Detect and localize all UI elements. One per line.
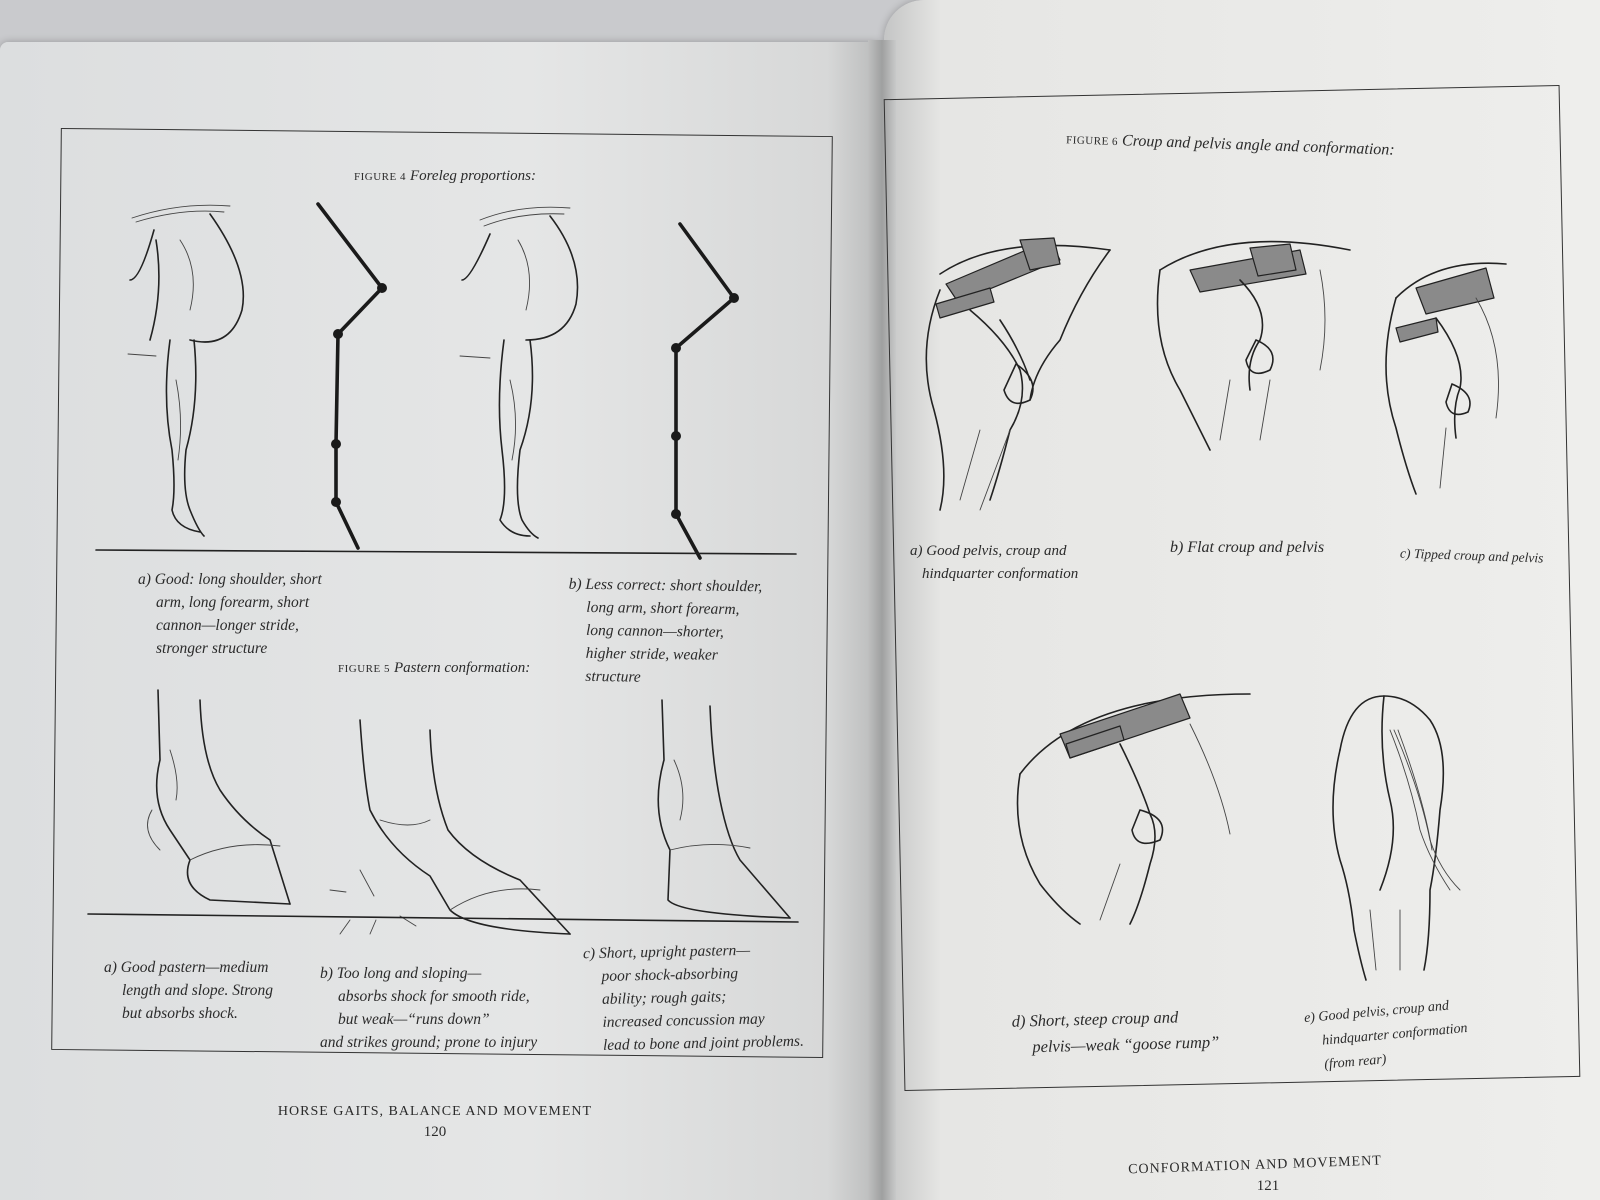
caption-6d: d) Short, steep croup and pelvis—weak “g… — [1011, 1003, 1219, 1060]
caption-4b-line-1: b) Less correct: short shoulder, — [568, 575, 763, 596]
caption-6b-line-1: b) Flat croup and pelvis — [1170, 539, 1325, 556]
right-page — [884, 0, 1600, 1200]
caption-5c: c) Short, upright pastern— poor shock-ab… — [583, 938, 804, 1058]
caption-5b-line-2: absorbs shock for smooth ride, — [338, 988, 530, 1005]
croup-illustration-c — [1385, 262, 1507, 495]
caption-5b-line-1: b) Too long and sloping— — [320, 965, 482, 982]
foreleg-illustration-b — [459, 206, 579, 539]
foreleg-skeleton-b — [671, 222, 739, 560]
caption-4a-line-3: cannon—longer stride, — [156, 617, 299, 634]
pastern-illustration-b — [329, 719, 571, 935]
caption-5a-line-3: but absorbs shock. — [122, 1005, 238, 1022]
caption-4b: b) Less correct: short shoulder, long ar… — [567, 573, 763, 691]
pastern-illustration-c — [657, 699, 791, 919]
caption-4b-line-3: long cannon—shorter, — [585, 621, 724, 641]
pastern-illustration-a — [147, 689, 291, 905]
caption-4a-line-2: arm, long forearm, short — [156, 594, 310, 611]
caption-5a-line-2: length and slope. Strong — [122, 982, 273, 999]
figure-5-label: FIGURE 5 — [338, 663, 390, 675]
caption-4b-line-2: long arm, short forearm, — [586, 598, 740, 619]
foreleg-skeleton-a — [316, 202, 387, 550]
caption-6a: a) Good pelvis, croup and hindquarter co… — [910, 540, 1078, 586]
caption-6a-line-1: a) Good pelvis, croup and — [910, 543, 1067, 559]
caption-4a: a) Good: long shoulder, short arm, long … — [138, 568, 322, 660]
croup-illustration-b — [1156, 240, 1351, 451]
figure-4-label: FIGURE 4 — [354, 171, 406, 183]
figure-6-label: FIGURE 6 — [1065, 134, 1119, 149]
figure-5-ground-line — [87, 913, 799, 923]
caption-4a-line-1: a) Good: long shoulder, short — [138, 571, 322, 588]
croup-illustration-a — [925, 237, 1111, 511]
caption-5c-line-5: lead to bone and joint problems. — [602, 1032, 805, 1054]
croup-illustration-d — [1016, 693, 1251, 925]
left-page-number: 120 — [423, 1124, 447, 1140]
caption-6e: e) Good pelvis, croup and hindquarter co… — [1303, 993, 1471, 1079]
hindquarter-rear-illustration-e — [1332, 695, 1461, 981]
right-page-number: 121 — [1256, 1178, 1280, 1194]
caption-5b: b) Too long and sloping— absorbs shock f… — [320, 962, 537, 1054]
caption-5b-line-3: but weak—“runs down” — [338, 1011, 490, 1028]
figure-4-ground-line — [95, 549, 797, 555]
caption-4a-line-4: stronger structure — [156, 640, 268, 657]
caption-6d-line-2: pelvis—weak “goose rump” — [1032, 1032, 1220, 1057]
caption-6b: b) Flat croup and pelvis — [1170, 536, 1324, 559]
caption-5b-line-4: and strikes ground; prone to injury — [320, 1034, 538, 1051]
caption-5a: a) Good pastern—medium length and slope.… — [104, 956, 273, 1025]
figure-4-title: Foreleg proportions: — [409, 168, 536, 184]
caption-4b-line-4: higher stride, weaker — [585, 644, 718, 664]
caption-4b-line-5: structure — [585, 667, 641, 686]
left-page — [0, 42, 880, 1200]
left-page-footer-title: Horse Gaits, Balance and Movement — [277, 1104, 593, 1119]
caption-6a-line-2: hindquarter conformation — [922, 566, 1079, 582]
foreleg-illustration-a — [127, 204, 245, 537]
caption-5a-line-1: a) Good pastern—medium — [104, 959, 269, 976]
book-gutter — [868, 40, 896, 1200]
figure-5-title: Pastern conformation: — [393, 660, 531, 676]
